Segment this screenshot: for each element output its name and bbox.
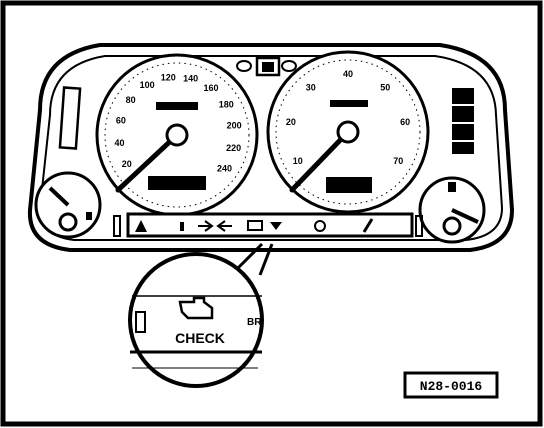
speedometer-tick-label: 40 [114, 138, 124, 148]
indicator-lamp-right [281, 60, 297, 72]
tachometer-tick-label: 70 [393, 156, 403, 166]
callout-circle [128, 252, 264, 388]
fuel-gauge-hub [58, 212, 78, 232]
tachometer-tick-label: 10 [293, 156, 303, 166]
oil-can-icon [314, 220, 326, 232]
cluster-housing [27, 43, 515, 252]
engine-check-icon [178, 296, 214, 320]
tachometer: 10 20 30 40 50 60 70 [266, 50, 430, 214]
speedometer-minor-ticks [104, 62, 250, 208]
fuel-gauge [34, 171, 102, 239]
brake-warning-icon [135, 220, 147, 232]
fuel-pump-icon [86, 212, 92, 220]
warning-strip-frame [126, 212, 414, 238]
speedometer-tick-label: 140 [183, 74, 198, 84]
speedometer-needle [115, 132, 180, 193]
check-lamp-callout: CHECK BR [128, 252, 264, 388]
tachometer-hub [336, 120, 360, 144]
callout-side-lamp [135, 311, 146, 333]
speedometer-tick-label: 220 [226, 143, 241, 153]
tachometer-needle [289, 129, 351, 193]
temperature-icon [448, 182, 456, 192]
speedometer-tick-label: 180 [219, 99, 234, 109]
top-indicator-lamps [236, 56, 297, 77]
indicator-lamp-left [236, 60, 252, 72]
speedometer-tick-label: 200 [227, 120, 242, 130]
high-beam-icon [262, 62, 274, 72]
callout-leader-right [258, 243, 274, 276]
odometer-display [148, 176, 206, 190]
speedometer-tick-label: 100 [140, 80, 155, 90]
temperature-gauge [418, 176, 486, 244]
warning-light-3 [452, 124, 474, 140]
tachometer-tick-labels: 10 20 30 40 50 60 70 [286, 69, 410, 166]
high-beam-lamp [255, 56, 281, 77]
tachometer-tick-label: 60 [400, 117, 410, 127]
speedometer-tick-label: 120 [161, 73, 176, 83]
callout-leader-left [234, 242, 264, 272]
reference-code-frame [403, 371, 499, 399]
warning-light-1 [452, 88, 474, 104]
callout-label: CHECK [175, 330, 225, 346]
reference-code-box: N28-0016 [403, 371, 499, 399]
tachometer-tick-label: 50 [380, 83, 390, 93]
speedometer-tick-label: 160 [203, 83, 218, 93]
tachometer-minor-ticks [275, 59, 421, 205]
right-warning-block [452, 88, 474, 154]
speedometer-tick-label: 80 [126, 95, 136, 105]
turn-signal-icon [198, 220, 214, 232]
clock-display [326, 177, 372, 193]
callout-side-text: BR [247, 317, 262, 328]
warning-light-2 [452, 106, 474, 122]
warning-light-4 [452, 142, 474, 154]
temperature-gauge-needle [451, 208, 479, 224]
fuel-gauge-needle [48, 186, 70, 207]
speedometer-tick-label: 240 [217, 163, 232, 173]
tachometer-brand-plate [330, 100, 368, 107]
tachometer-tick-label: 40 [343, 69, 353, 79]
tachometer-tick-label: 30 [306, 83, 316, 93]
speedometer-hub [165, 123, 189, 147]
temperature-gauge-hub [442, 216, 462, 236]
warning-lamp-strip [113, 212, 423, 238]
strip-marker-2 [362, 218, 374, 233]
speedometer-brand-plate [156, 102, 198, 110]
battery-icon [247, 220, 263, 231]
speedometer-tick-label: 20 [122, 159, 132, 169]
strip-end-left [113, 215, 121, 237]
tachometer-tick-label: 20 [286, 117, 296, 127]
speedometer-tick-label: 60 [116, 115, 126, 125]
strip-marker-1 [180, 222, 184, 231]
reference-code: N28-0016 [420, 379, 483, 394]
left-bar-gauge [58, 86, 82, 150]
turn-signal-right-icon [216, 220, 232, 232]
strip-end-right [415, 215, 423, 237]
engine-check-icon [270, 222, 282, 230]
